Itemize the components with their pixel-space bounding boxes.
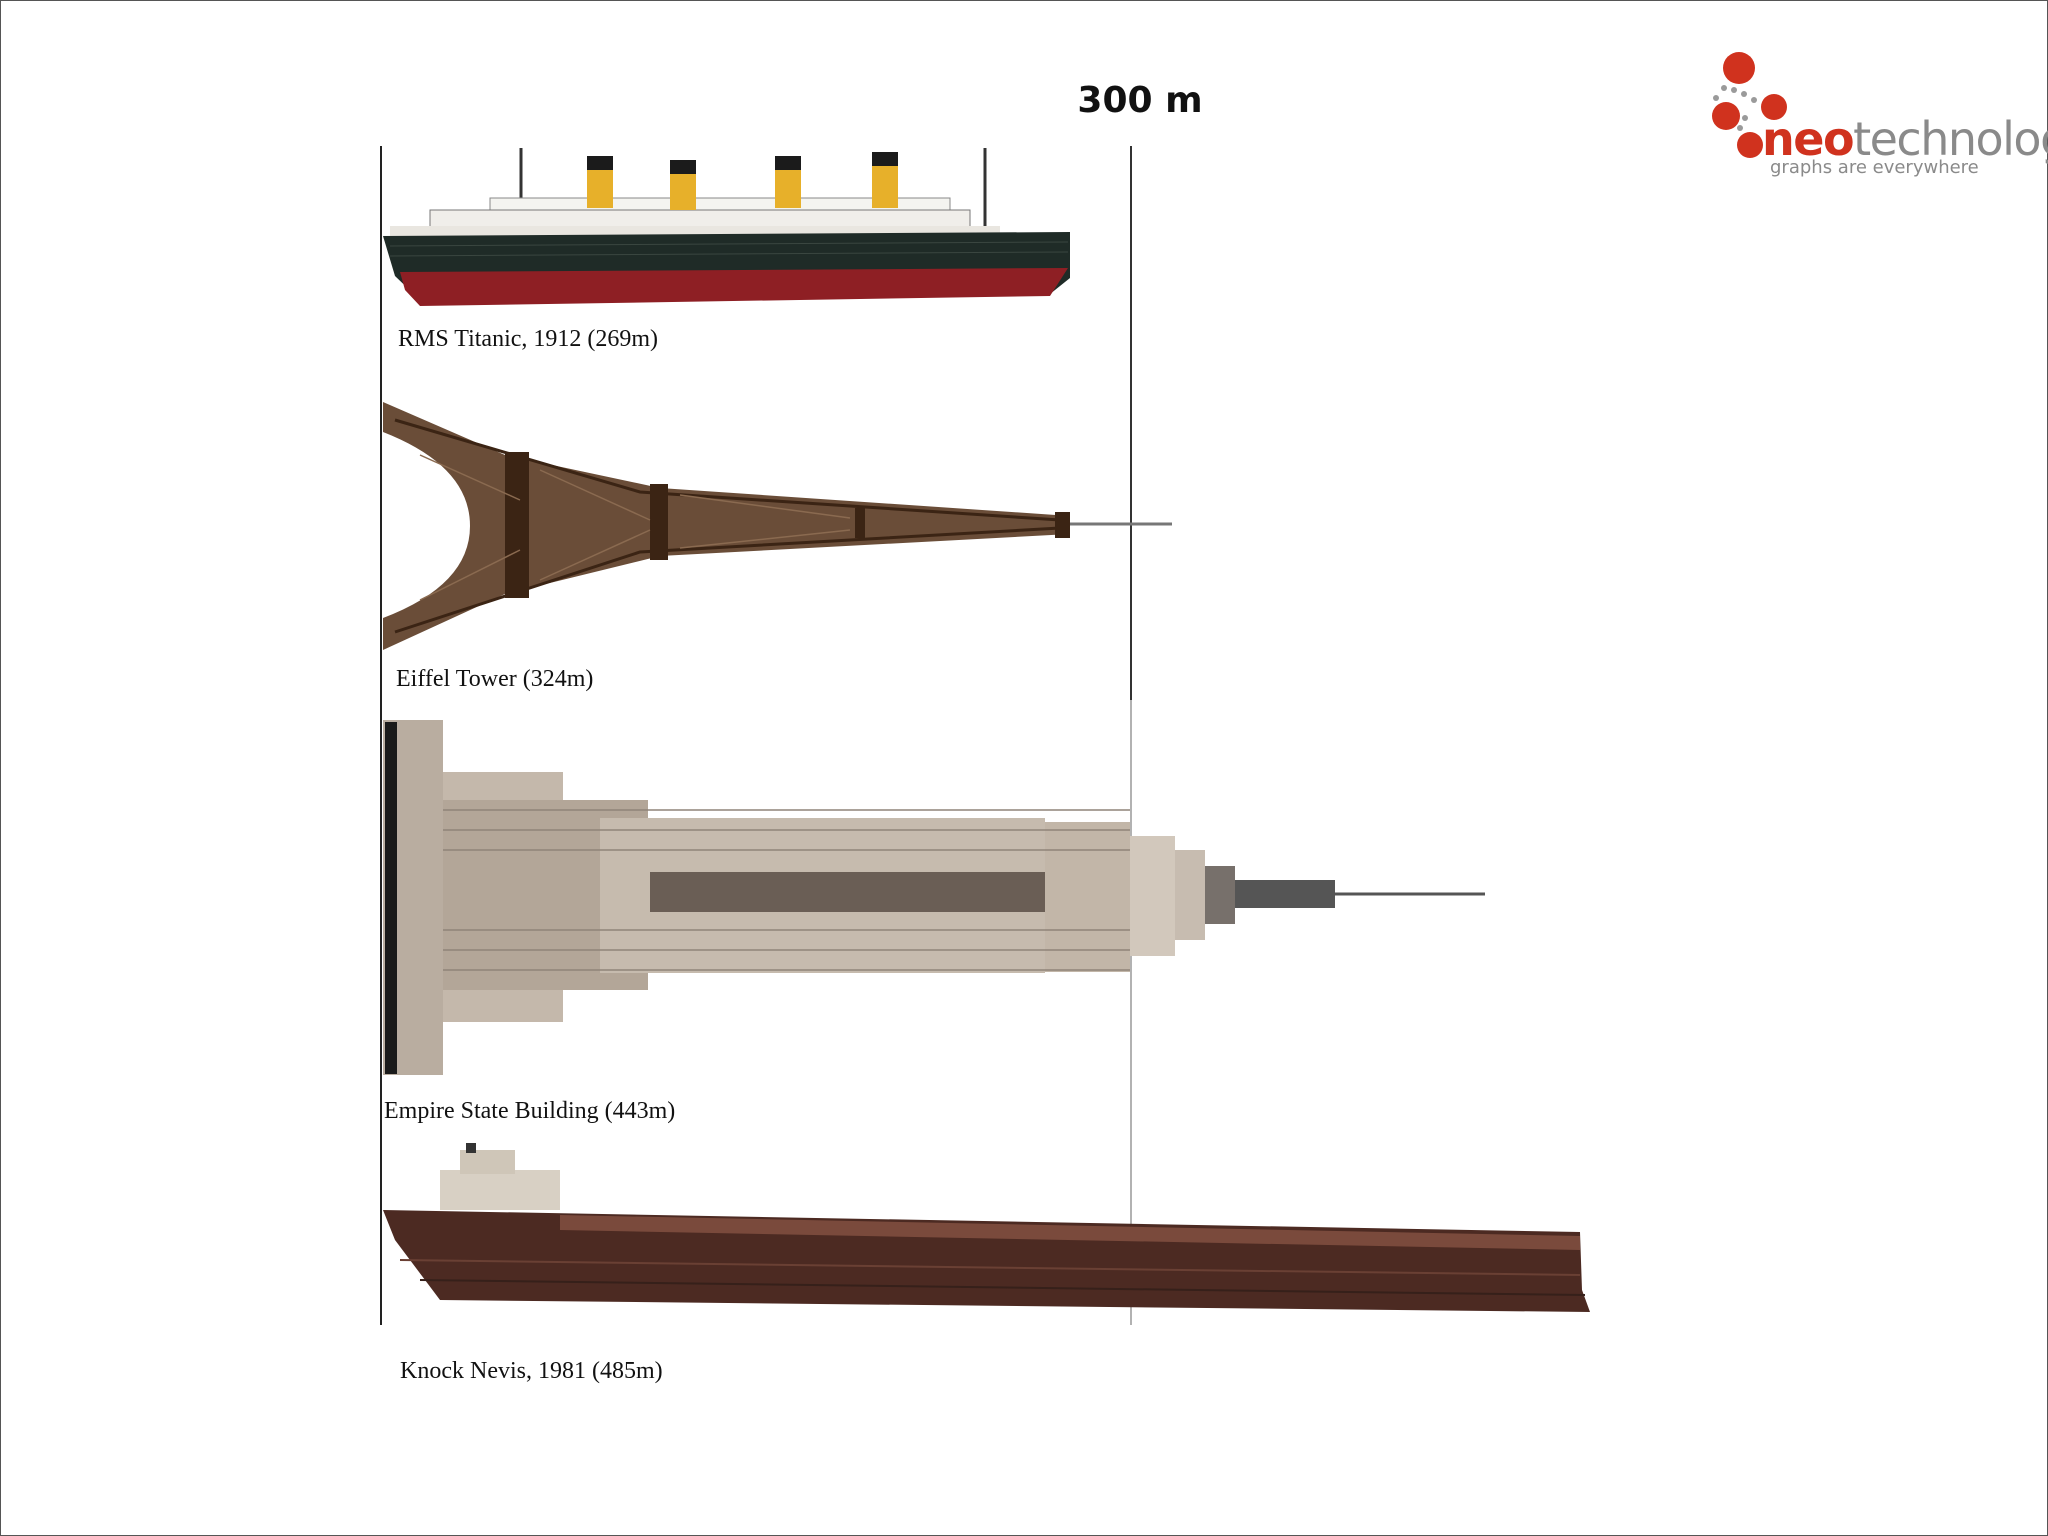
logo-word-technology: technology	[1853, 112, 2048, 166]
neotechnology-logo-mark	[1712, 52, 1787, 158]
scale-title: 300 m	[1077, 80, 1203, 121]
neotechnology-logo-wordmark: neotechnology	[1762, 112, 2048, 166]
titanic-label: RMS Titanic, 1912 (269m)	[398, 326, 658, 352]
eiffel-tower-illustration	[383, 402, 1172, 650]
logo-tagline: graphs are everywhere	[1770, 157, 1979, 178]
empire-state-building-illustration	[383, 720, 1485, 1075]
empire-state-building-label: Empire State Building (443m)	[384, 1098, 675, 1124]
knock-nevis-label: Knock Nevis, 1981 (485m)	[400, 1358, 663, 1384]
knock-nevis-illustration	[383, 1143, 1590, 1312]
titanic-illustration	[383, 148, 1070, 306]
logo-word-neo: neo	[1762, 112, 1855, 166]
eiffel-tower-label: Eiffel Tower (324m)	[396, 666, 593, 692]
